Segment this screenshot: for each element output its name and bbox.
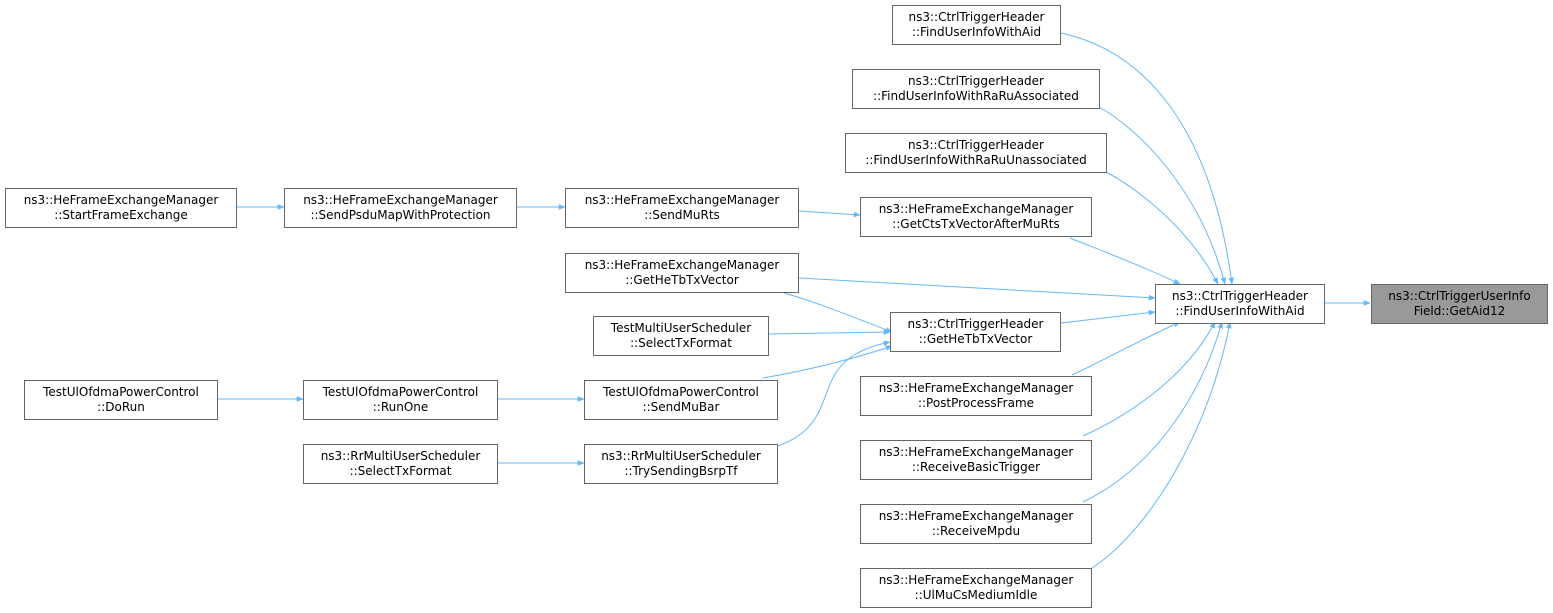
node-line2: ::ReceiveBasicTrigger [911, 460, 1041, 474]
node-line2: ::SelectTxFormat [630, 336, 732, 350]
edge-trysending-to-ctrl [777, 340, 891, 447]
node-line2: ::FindUserInfoWithAid [1175, 304, 1305, 318]
node-line1: ns3::HeFrameExchangeManager [303, 193, 498, 207]
node-line1: ns3::HeFrameExchangeManager [878, 573, 1074, 587]
node-finduserinfowithaid-main[interactable]: ns3::CtrlTriggerHeader ::FindUserInfoWit… [1155, 284, 1325, 324]
edge-sendmubar-to-ctrl [762, 345, 893, 379]
node-dorun[interactable]: TestUlOfdmaPowerControl ::DoRun [24, 380, 218, 420]
node-line1: ns3::CtrlTriggerHeader [907, 317, 1044, 331]
node-rrmus-selecttxformat[interactable]: ns3::RrMultiUserScheduler ::SelectTxForm… [303, 444, 498, 484]
node-line2: ::RunOne [372, 400, 429, 414]
node-receivebasictrigger[interactable]: ns3::HeFrameExchangeManager ::ReceiveBas… [860, 440, 1092, 480]
node-postprocessframe[interactable]: ns3::HeFrameExchangeManager ::PostProces… [860, 376, 1092, 416]
node-finduserinfowithraruassociated[interactable]: ns3::CtrlTriggerHeader ::FindUserInfoWit… [852, 69, 1100, 109]
node-line1: ns3::HeFrameExchangeManager [878, 202, 1074, 216]
node-finduserinfowithraruunassociated[interactable]: ns3::CtrlTriggerHeader ::FindUserInfoWit… [845, 133, 1107, 173]
node-trysendingbsrptf[interactable]: ns3::RrMultiUserScheduler ::TrySendingBs… [584, 444, 778, 484]
node-line1: TestMultiUserScheduler [610, 321, 752, 335]
node-ctrl-gethetbtxvector[interactable]: ns3::CtrlTriggerHeader ::GetHeTbTxVector [890, 312, 1061, 352]
node-getctstxvectoraftermurts[interactable]: ns3::HeFrameExchangeManager ::GetCtsTxVe… [860, 197, 1092, 237]
node-line1: TestUlOfdmaPowerControl [603, 385, 759, 399]
node-line2: ::SendPsduMapWithProtection [310, 208, 491, 222]
node-line2: ::FindUserInfoWithRaRuAssociated [873, 89, 1079, 103]
node-getaid12-line1: ns3::CtrlTriggerUserInfo [1388, 289, 1531, 303]
node-ulmucsmediumidle[interactable]: ns3::HeFrameExchangeManager ::UlMuCsMedi… [860, 568, 1092, 608]
node-line1: ns3::CtrlTriggerHeader [907, 138, 1044, 152]
edge-receivempdu-to-main [1082, 321, 1223, 503]
node-line2: ::FindUserInfoWithAid [911, 25, 1042, 39]
node-line2: ::ReceiveMpdu [931, 524, 1021, 538]
node-line2: ::GetCtsTxVectorAfterMuRts [892, 217, 1060, 231]
node-line1: ns3::HeFrameExchangeManager [584, 258, 780, 272]
node-line2: ::SendMuBar [642, 400, 720, 414]
node-line2: ::GetHeTbTxVector [918, 332, 1033, 346]
node-line2: ::StartFrameExchange [54, 208, 188, 222]
node-line2: ::PostProcessFrame [917, 396, 1035, 410]
node-receivempdu[interactable]: ns3::HeFrameExchangeManager ::ReceiveMpd… [860, 504, 1092, 544]
node-line1: ns3::HeFrameExchangeManager [584, 193, 780, 207]
node-getaid12: ns3::CtrlTriggerUserInfo Field::GetAid12 [1371, 284, 1548, 324]
node-line1: TestUlOfdmaPowerControl [43, 385, 199, 399]
node-line2: ::SelectTxFormat [349, 464, 452, 478]
node-line2: ::GetHeTbTxVector [625, 273, 739, 287]
node-line2: ::TrySendingBsrpTf [624, 464, 738, 478]
edge-raruassoc-to-main [1098, 106, 1227, 285]
node-line1: TestUlOfdmaPowerControl [322, 385, 479, 399]
node-line1: ns3::HeFrameExchangeManager [878, 381, 1074, 395]
edge-getcts-to-main [1069, 237, 1181, 285]
edge-top-to-main [1060, 32, 1234, 285]
node-line1: ns3::CtrlTriggerHeader [1171, 289, 1308, 303]
edge-sendmurts-to-getcts [798, 210, 861, 218]
node-sendpsdumapwithprotection[interactable]: ns3::HeFrameExchangeManager ::SendPsduMa… [284, 188, 517, 228]
node-line1: ns3::HeFrameExchangeManager [23, 193, 219, 207]
node-getaid12-line2: Field::GetAid12 [1413, 304, 1506, 318]
edge-postprocess-to-main [1071, 321, 1181, 376]
edge-raruunassoc-to-main [1105, 171, 1219, 285]
node-runone[interactable]: TestUlOfdmaPowerControl ::RunOne [303, 380, 498, 420]
edge-ulmucs-to-main [1091, 321, 1232, 569]
node-line2: ::FindUserInfoWithRaRuUnassociated [865, 153, 1087, 167]
node-line1: ns3::RrMultiUserScheduler [320, 449, 481, 463]
edge-ctrl-gethetb-to-main [1060, 309, 1156, 324]
node-finduserinfowithaid-top[interactable]: ns3::CtrlTriggerHeader ::FindUserInfoWit… [892, 5, 1061, 45]
node-line1: ns3::CtrlTriggerHeader [907, 74, 1044, 88]
edge-hefem-gethetb-to-main [798, 277, 1156, 301]
node-startframeexchange[interactable]: ns3::HeFrameExchangeManager ::StartFrame… [5, 188, 237, 228]
node-sendmubar[interactable]: TestUlOfdmaPowerControl ::SendMuBar [584, 380, 778, 420]
node-line1: ns3::HeFrameExchangeManager [878, 509, 1074, 523]
node-line2: ::UlMuCsMediumIdle [914, 588, 1038, 602]
node-line2: ::DoRun [97, 400, 145, 414]
edge-testmus-to-ctrl [768, 329, 891, 335]
edge-hefem-gethetb-to-ctrl [783, 292, 893, 333]
node-line1: ns3::CtrlTriggerHeader [908, 10, 1045, 24]
node-line1: ns3::RrMultiUserScheduler [601, 449, 761, 463]
node-testmus-selecttxformat[interactable]: TestMultiUserScheduler ::SelectTxFormat [593, 316, 769, 356]
node-line1: ns3::HeFrameExchangeManager [878, 445, 1074, 459]
edge-receivebasic-to-main [1082, 321, 1216, 437]
node-line2: ::SendMuRts [644, 208, 720, 222]
node-sendmurts[interactable]: ns3::HeFrameExchangeManager ::SendMuRts [565, 188, 799, 228]
node-hefem-gethetbtxvector[interactable]: ns3::HeFrameExchangeManager ::GetHeTbTxV… [565, 253, 799, 293]
